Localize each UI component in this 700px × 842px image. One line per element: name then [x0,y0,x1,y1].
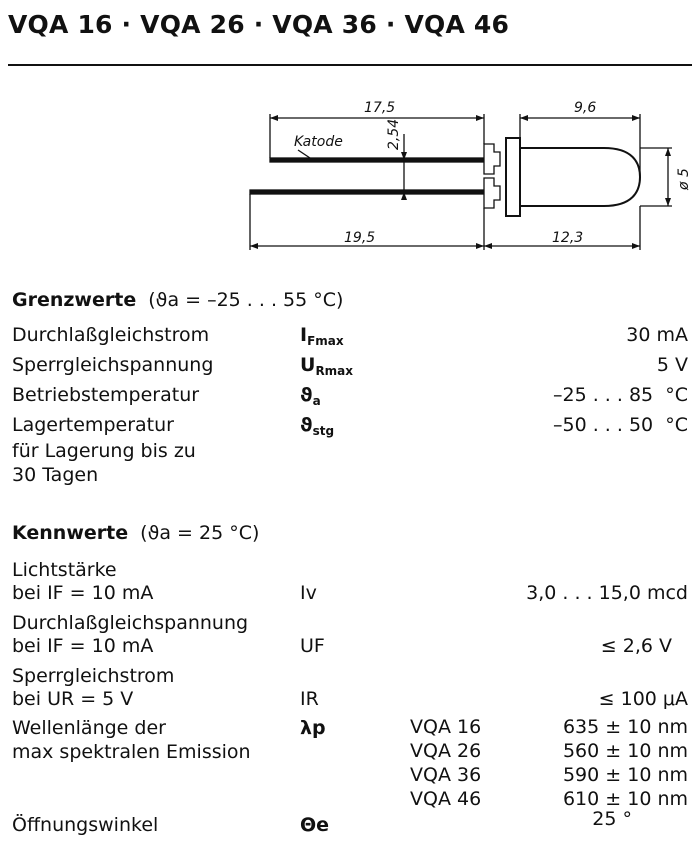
dim-top-left: 17,5 [364,100,395,116]
wavelength-row: VQA 26 560 ± 10 nm [410,740,688,764]
param-label: Sperrgleichspannung [12,354,214,376]
anode-lead [249,189,485,195]
param-symbol: IR [300,688,319,710]
param-value: ≤ 2,6 V [600,635,672,657]
wavelength-value: 635 ± 10 nm [562,716,688,738]
param-condition: bei UR = 5 V [12,688,134,710]
param-label: max spektralen Emission [12,741,251,763]
wavelength-value: 590 ± 10 nm [562,764,688,786]
wavelength-row: VQA 16 635 ± 10 nm [410,716,688,740]
param-label: Lichtstärke [12,559,117,581]
param-value: ≤ 100 μA [598,688,688,710]
led-collar [505,137,521,217]
dim-bottom-right: 12,3 [552,230,583,246]
wavelength-row: VQA 36 590 ± 10 nm [410,764,688,788]
param-condition: bei IF = 10 mA [12,635,154,657]
title-rule [8,64,692,66]
param-value: 30 mA [626,324,688,346]
grenzwerte-title: Grenzwerte [12,289,137,311]
param-label: Sperrgleichstrom [12,665,175,687]
kennwerte-condition: (ϑa = 25 °C) [140,522,260,544]
grenzwerte-condition: (ϑa = –25 . . . 55 °C) [148,289,344,311]
type-name: VQA 36 [410,764,482,786]
wavelength-value: 560 ± 10 nm [562,740,688,762]
param-condition: bei IF = 10 mA [12,582,154,604]
led-dimension-drawing: 17,5 9,6 Katode 2,54 ø 5 19,5 12,3 [249,100,692,250]
lead-flange-bottom [483,177,501,209]
param-symbol: UF [300,635,325,657]
type-name: VQA 16 [410,716,482,738]
param-value: 25 ° [592,808,632,830]
dim-top-right: 9,6 [574,100,596,116]
grenzwerte-heading: Grenzwerte (ϑa = –25 . . . 55 °C) [12,289,343,311]
katode-label: Katode [294,134,343,150]
cathode-lead [269,157,485,163]
kennwerte-title: Kennwerte [12,522,129,544]
param-symbol: IFmax [300,324,344,348]
param-symbol: ϑstg [300,414,335,438]
param-label: Lagertemperatur [12,414,174,436]
param-value: 5 V [656,354,688,376]
param-label: Betriebstemperatur [12,384,200,406]
page-title: VQA 16 · VQA 26 · VQA 36 · VQA 46 [8,10,510,39]
param-label: Durchlaßgleichspannung [12,612,249,634]
param-label: Durchlaßgleichstrom [12,324,210,346]
wavelength-row: VQA 46 610 ± 10 nm [410,788,688,812]
param-symbol: λp [300,717,326,739]
type-name: VQA 46 [410,788,482,810]
dim-diameter: ø 5 [676,168,692,191]
param-label: Öffnungswinkel [12,814,159,836]
led-body [519,147,642,207]
wavelength-value: 610 ± 10 nm [562,788,688,810]
param-value: –25 . . . 85 °C [553,384,688,406]
param-label: Wellenlänge der [12,717,166,739]
param-value: –50 . . . 50 °C [553,414,688,436]
kennwerte-heading: Kennwerte (ϑa = 25 °C) [12,522,259,544]
param-symbol: Iv [300,582,317,604]
param-symbol: ϑa [300,384,321,408]
param-symbol: URmax [300,354,354,378]
dim-pitch: 2,54 [386,119,402,150]
lead-flange-top [483,143,501,175]
param-symbol: Θe [300,814,330,836]
type-name: VQA 26 [410,740,482,762]
param-value: 3,0 . . . 15,0 mcd [526,582,688,604]
dim-bottom-left: 19,5 [344,230,375,246]
